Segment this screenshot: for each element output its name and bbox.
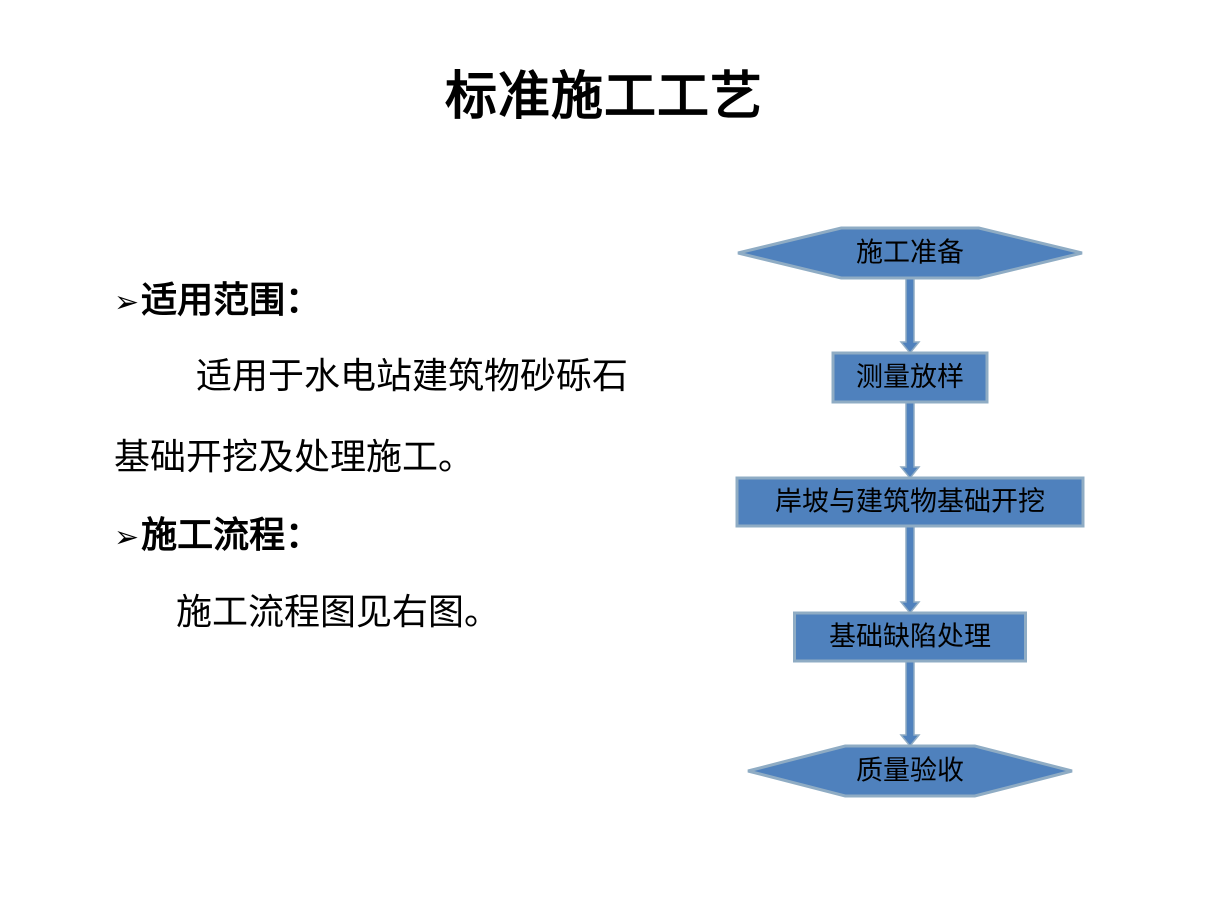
flow-node-defects: 基础缺陷处理 <box>793 611 1027 663</box>
flow-node-label: 基础缺陷处理 <box>829 622 991 653</box>
heading-process-text: 施工流程： <box>141 514 322 556</box>
flow-node-shape <box>793 611 1027 663</box>
flow-arrow-start-to-survey <box>899 277 921 355</box>
flow-node-label: 质量验收 <box>856 756 964 787</box>
flow-node-excavation: 岸坡与建筑物基础开挖 <box>735 476 1085 528</box>
page-title: 标准施工工艺 <box>444 67 763 127</box>
heading-scope: ➢适用范围： <box>114 276 321 327</box>
arrow-bullet-icon: ➢ <box>114 285 140 320</box>
flow-node-shape <box>831 351 989 404</box>
heading-scope-text: 适用范围： <box>141 279 322 321</box>
flow-node-shape <box>737 226 1083 280</box>
flow-node-start: 施工准备 <box>737 226 1083 280</box>
flow-node-shape <box>735 476 1085 528</box>
flow-node-shape <box>747 744 1073 798</box>
flowchart-edges <box>899 277 921 748</box>
flow-node-label: 测量放样 <box>856 362 964 393</box>
flow-arrow-survey-to-excavation <box>899 401 921 480</box>
arrow-bullet-icon: ➢ <box>114 520 140 555</box>
flow-node-label: 施工准备 <box>856 238 964 269</box>
scope-text-line-2: 基础开挖及处理施工。 <box>114 437 475 478</box>
flow-node-label: 岸坡与建筑物基础开挖 <box>775 487 1045 518</box>
process-text-line-1: 施工流程图见右图。 <box>176 592 501 633</box>
flow-arrow-excavation-to-defects <box>899 525 921 615</box>
flow-arrow-defects-to-end <box>899 660 921 748</box>
scope-text-line-1: 适用于水电站建筑物砂砾石 <box>196 356 629 397</box>
flow-node-survey: 测量放样 <box>831 351 989 404</box>
heading-process: ➢施工流程： <box>114 511 321 562</box>
flow-node-end: 质量验收 <box>747 744 1073 798</box>
